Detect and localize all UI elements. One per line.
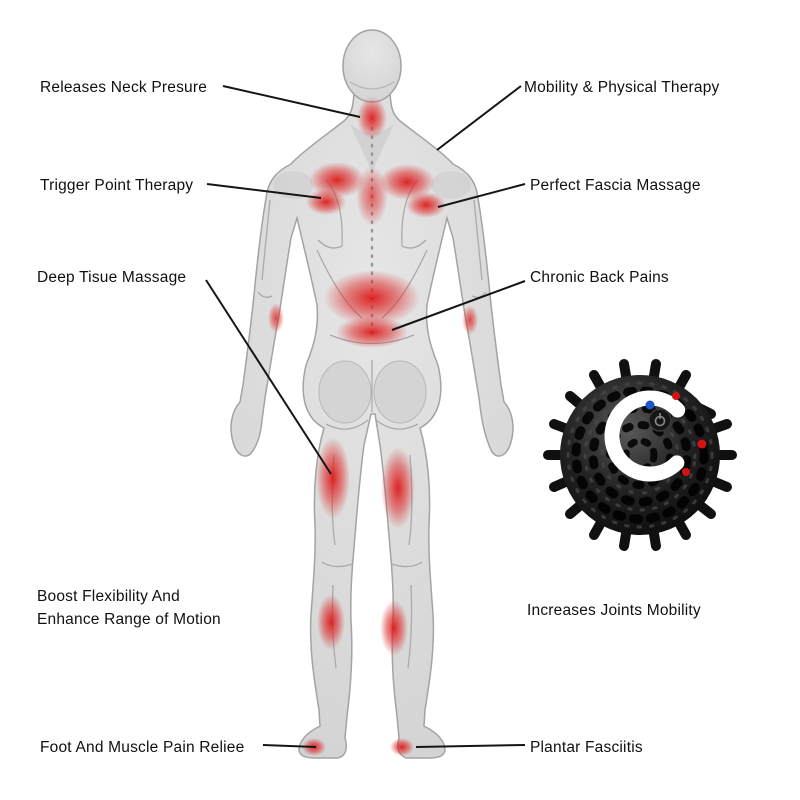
ball-white-band: [604, 390, 696, 482]
label-perfect-fascia-massage: Perfect Fascia Massage: [530, 177, 701, 194]
callout-line-foot: [262, 744, 317, 748]
callout-line-neck: [222, 85, 361, 118]
massage-ball-image: [543, 359, 737, 551]
callout-line-plantar: [415, 744, 526, 748]
label-releases-neck-pressure: Releases Neck Presure: [40, 79, 208, 96]
label-trigger-point-therapy: Trigger Point Therapy: [40, 177, 194, 194]
callout-line-mobility: [436, 85, 522, 151]
label-plantar-fasciitis: Plantar Fasciitis: [530, 739, 643, 756]
callout-lines: [205, 85, 526, 748]
label-increases-joints-mobility: Increases Joints Mobility: [527, 602, 701, 619]
label-boost-flexibility: Boost Flexibility And Enhance Range of M…: [37, 585, 221, 632]
callout-line-fascia: [437, 183, 526, 208]
anatomy-figure: [230, 29, 514, 759]
pain-highlights: [268, 97, 478, 756]
callout-line-chronic: [391, 280, 526, 331]
ball-indicator-dots: [645, 392, 707, 476]
label-boost-flexibility-line2: Enhance Range of Motion: [37, 611, 221, 629]
label-mobility-physical-therapy: Mobility & Physical Therapy: [524, 79, 720, 96]
power-button-icon: [648, 408, 672, 432]
label-boost-flexibility-line1: Boost Flexibility And: [37, 588, 180, 605]
callout-line-deep: [205, 279, 332, 475]
label-foot-muscle-pain-relief: Foot And Muscle Pain Reliee: [40, 739, 245, 756]
callout-line-trigger: [206, 183, 322, 199]
label-deep-tissue-massage: Deep Tisue Massage: [37, 269, 187, 286]
label-chronic-back-pains: Chronic Back Pains: [530, 269, 669, 286]
